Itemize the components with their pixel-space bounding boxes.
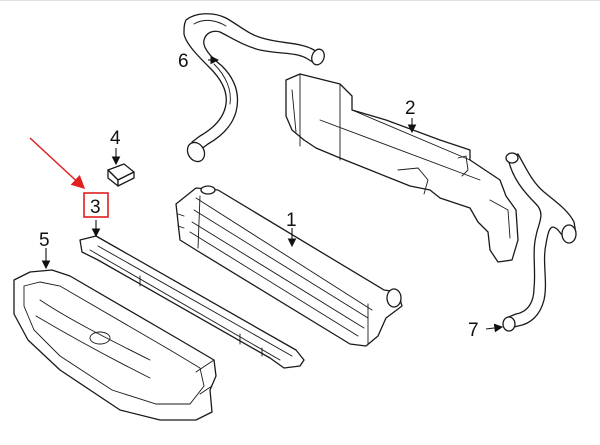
clip	[107, 163, 135, 187]
air-deflector	[79, 235, 305, 369]
callout-7: 7	[468, 320, 479, 341]
grille-duct	[13, 269, 217, 421]
leaders	[29, 55, 504, 333]
callout-1: 1	[286, 210, 297, 231]
callout-4: 4	[110, 128, 121, 149]
top-border	[0, 0, 600, 1]
radiator-support-bracket	[285, 73, 519, 263]
callout-2: 2	[405, 98, 416, 119]
upper-hose	[183, 13, 325, 163]
lower-hose	[502, 152, 577, 332]
callout-3: 3	[90, 197, 101, 218]
callout-3-highlight-box	[83, 192, 109, 218]
highlight-arrow	[29, 137, 86, 190]
radiator	[175, 185, 403, 347]
callout-5: 5	[39, 230, 50, 251]
callout-6: 6	[178, 51, 189, 72]
